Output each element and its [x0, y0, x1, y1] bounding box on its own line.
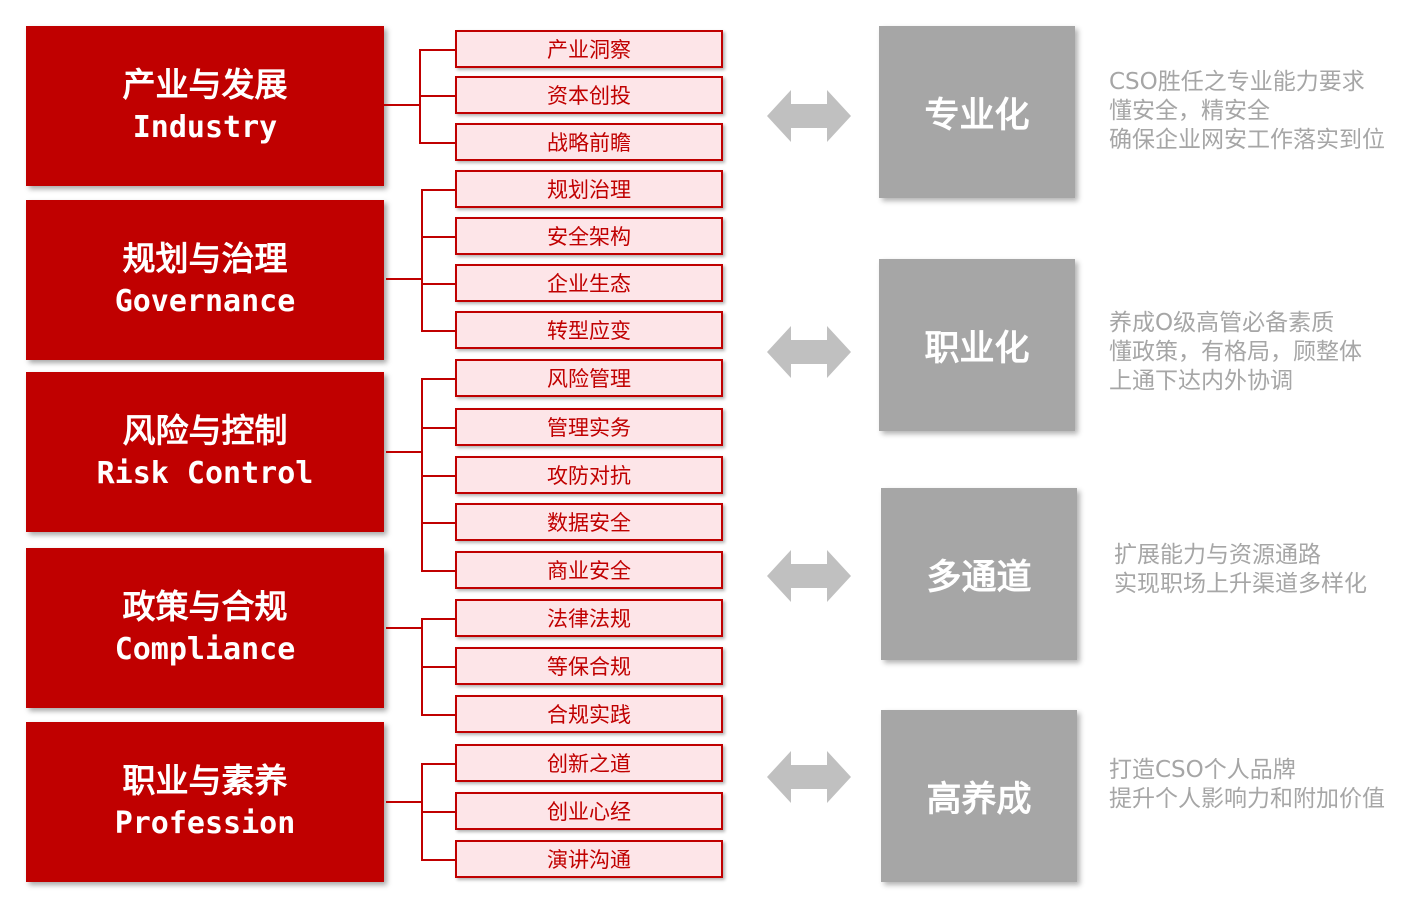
category-title: 产业与发展: [122, 65, 288, 104]
sub-item: 资本创投: [455, 76, 723, 114]
connector-line: [421, 283, 455, 285]
category-title: 规划与治理: [122, 239, 288, 278]
sub-item: 攻防对抗: [455, 456, 723, 494]
sub-item: 法律法规: [455, 599, 723, 637]
connector-line: [386, 451, 422, 453]
category-subtitle: Governance: [114, 284, 296, 319]
sub-item: 企业生态: [455, 264, 723, 302]
connector-line: [421, 236, 455, 238]
sub-item: 产业洞察: [455, 30, 723, 68]
goal-box: 专业化: [879, 26, 1075, 198]
connector-line: [421, 522, 455, 524]
goal-description-line: 上通下达内外协调: [1109, 368, 1293, 394]
category-subtitle: Profession: [114, 806, 296, 841]
goal-description-line: 懂政策，有格局，顾整体: [1109, 339, 1362, 365]
category-industry: 产业与发展 Industry: [26, 26, 384, 186]
connector-line: [421, 811, 455, 813]
category-subtitle: Industry: [132, 110, 278, 145]
goal-description: 扩展能力与资源通路 实现职场上升渠道多样化: [1114, 541, 1367, 599]
goal-description: CSO胜任之专业能力要求 懂安全，精安全 确保企业网安工作落实到位: [1109, 68, 1385, 155]
category-subtitle: Compliance: [114, 632, 296, 667]
connector-line: [421, 618, 455, 620]
goal-description-line: 确保企业网安工作落实到位: [1109, 127, 1385, 153]
connector-line: [421, 427, 455, 429]
connector-line: [421, 189, 455, 191]
goal-description: 养成O级高管必备素质 懂政策，有格局，顾整体 上通下达内外协调: [1109, 309, 1362, 396]
connector-line: [421, 378, 423, 571]
goal-description-line: CSO胜任之专业能力要求: [1109, 69, 1365, 95]
connector-line: [421, 475, 455, 477]
category-profession: 职业与素养 Profession: [26, 722, 384, 882]
sub-item: 演讲沟通: [455, 840, 723, 878]
double-arrow-icon: [767, 550, 851, 602]
sub-item: 数据安全: [455, 503, 723, 541]
connector-line: [419, 95, 455, 97]
connector-line: [421, 666, 455, 668]
connector-line: [384, 104, 420, 106]
category-risk-control: 风险与控制 Risk Control: [26, 372, 384, 532]
connector-line: [421, 714, 455, 716]
category-title: 政策与合规: [122, 587, 288, 626]
connector-line: [419, 142, 455, 144]
connector-line: [386, 627, 422, 629]
sub-item: 合规实践: [455, 695, 723, 733]
double-arrow-icon: [767, 326, 851, 378]
goal-description: 打造CSO个人品牌 提升个人影响力和附加价值: [1109, 756, 1385, 814]
connector-line: [386, 801, 422, 803]
category-title: 职业与素养: [122, 761, 288, 800]
connector-line: [421, 763, 455, 765]
goal-description-line: 打造CSO个人品牌: [1109, 757, 1296, 783]
category-title: 风险与控制: [122, 411, 288, 450]
sub-item: 风险管理: [455, 359, 723, 397]
sub-item: 战略前瞻: [455, 123, 723, 161]
connector-line: [421, 330, 455, 332]
double-arrow-icon: [767, 90, 851, 142]
double-arrow-icon: [767, 751, 851, 803]
goal-description-line: 懂安全，精安全: [1109, 98, 1270, 124]
goal-box: 职业化: [879, 259, 1075, 431]
sub-item: 安全架构: [455, 217, 723, 255]
connector-line: [419, 49, 455, 51]
connector-line: [421, 859, 455, 861]
connector-line: [386, 278, 422, 280]
sub-item: 管理实务: [455, 408, 723, 446]
category-governance: 规划与治理 Governance: [26, 200, 384, 360]
goal-description-line: 养成O级高管必备素质: [1109, 310, 1335, 336]
goal-box: 多通道: [881, 488, 1077, 660]
goal-description-line: 扩展能力与资源通路: [1114, 542, 1321, 568]
sub-item: 等保合规: [455, 647, 723, 685]
goal-description-line: 实现职场上升渠道多样化: [1114, 571, 1367, 597]
sub-item: 转型应变: [455, 311, 723, 349]
category-compliance: 政策与合规 Compliance: [26, 548, 384, 708]
sub-item: 创新之道: [455, 744, 723, 782]
category-subtitle: Risk Control: [96, 456, 314, 491]
sub-item: 规划治理: [455, 170, 723, 208]
connector-line: [421, 570, 455, 572]
connector-line: [421, 189, 423, 331]
goal-box: 高养成: [881, 710, 1077, 882]
goal-description-line: 提升个人影响力和附加价值: [1109, 786, 1385, 812]
sub-item: 商业安全: [455, 551, 723, 589]
sub-item: 创业心经: [455, 792, 723, 830]
connector-line: [421, 378, 455, 380]
